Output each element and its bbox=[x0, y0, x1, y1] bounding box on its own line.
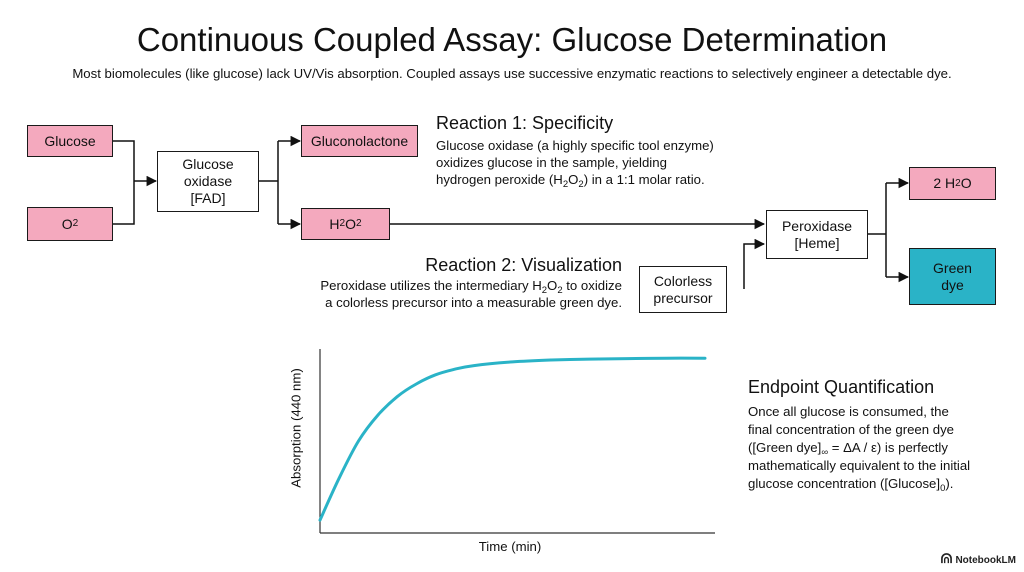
reaction1-line3: hydrogen peroxide (H2O2) in a 1:1 molar … bbox=[436, 172, 705, 191]
node-colorless-precursor: Colorless precursor bbox=[639, 266, 727, 313]
o2-base: O bbox=[61, 215, 73, 232]
endpoint-text: Once all glucose is consumed, the final … bbox=[748, 403, 1018, 493]
green-dye-line1: Green bbox=[933, 259, 972, 276]
notebooklm-logo-icon bbox=[941, 553, 953, 564]
reaction2-line2: a colorless precursor into a measurable … bbox=[325, 295, 622, 310]
endpoint-heading: Endpoint Quantification bbox=[748, 377, 935, 397]
endpoint-line5: glucose concentration ([Glucose]0). bbox=[748, 476, 954, 495]
endpoint-block: Endpoint Quantification Once all glucose… bbox=[748, 376, 1018, 493]
peroxidase-line1: Peroxidase bbox=[781, 217, 853, 234]
node-gluconolactone: Gluconolactone bbox=[301, 125, 418, 157]
reaction1-line2: oxidizes glucose in the sample, yielding bbox=[436, 155, 667, 170]
wire-glucose bbox=[113, 140, 135, 181]
endpoint-line4: mathematically equivalent to the initial bbox=[748, 458, 971, 473]
reaction2-line1: Peroxidase utilizes the intermediary H2O… bbox=[320, 278, 622, 297]
absorption-chart bbox=[318, 349, 715, 534]
h2o2-o: O bbox=[345, 215, 356, 232]
reaction1-text: Glucose oxidase (a highly specific tool … bbox=[436, 137, 766, 191]
chart-series-line bbox=[318, 356, 707, 522]
endpoint-line3: ([Green dye]∞ = ΔA / ε) is perfectly bbox=[748, 440, 948, 459]
glucose-oxidase-line2: oxidase bbox=[183, 173, 233, 189]
water-b: O bbox=[960, 175, 972, 191]
endpoint-line2: final concentration of the green dye bbox=[748, 422, 955, 437]
glucose-oxidase-line1: Glucose bbox=[182, 156, 234, 172]
wire-o2 bbox=[113, 181, 135, 225]
brand-text: NotebookLM bbox=[955, 555, 1016, 566]
node-glucose: Glucose bbox=[27, 125, 113, 157]
glucose-oxidase-line3: [FAD] bbox=[190, 190, 226, 206]
arrow-precursor-to-peroxidase bbox=[743, 238, 766, 289]
chart-x-label: Time (min) bbox=[478, 539, 542, 554]
reaction2-block: Reaction 2: Visualization Peroxidase uti… bbox=[272, 254, 622, 311]
reaction1-block: Reaction 1: Specificity Glucose oxidase … bbox=[436, 112, 766, 191]
node-green-dye: Green dye bbox=[909, 248, 996, 305]
precursor-line2: precursor bbox=[653, 289, 713, 306]
green-dye-line2: dye bbox=[941, 276, 964, 293]
endpoint-line1: Once all glucose is consumed, the bbox=[748, 404, 949, 419]
reaction1-line1: Glucose oxidase (a highly specific tool … bbox=[436, 138, 714, 153]
reaction2-text: Peroxidase utilizes the intermediary H2O… bbox=[272, 277, 622, 311]
node-glucose-oxidase: Glucose oxidase [FAD] bbox=[157, 151, 259, 212]
water-a: 2 H bbox=[933, 175, 956, 191]
peroxidase-line2: [Heme] bbox=[794, 234, 840, 251]
reaction1-heading: Reaction 1: Specificity bbox=[436, 113, 614, 133]
node-peroxidase: Peroxidase [Heme] bbox=[766, 210, 868, 259]
page-title: Continuous Coupled Assay: Glucose Determ… bbox=[136, 21, 888, 58]
h2o2-h: H bbox=[329, 215, 340, 232]
page-subtitle: Most biomolecules (like glucose) lack UV… bbox=[72, 66, 952, 81]
notebooklm-brand: NotebookLM bbox=[941, 553, 1016, 566]
precursor-line1: Colorless bbox=[653, 272, 713, 289]
reaction2-heading: Reaction 2: Visualization bbox=[425, 255, 622, 275]
